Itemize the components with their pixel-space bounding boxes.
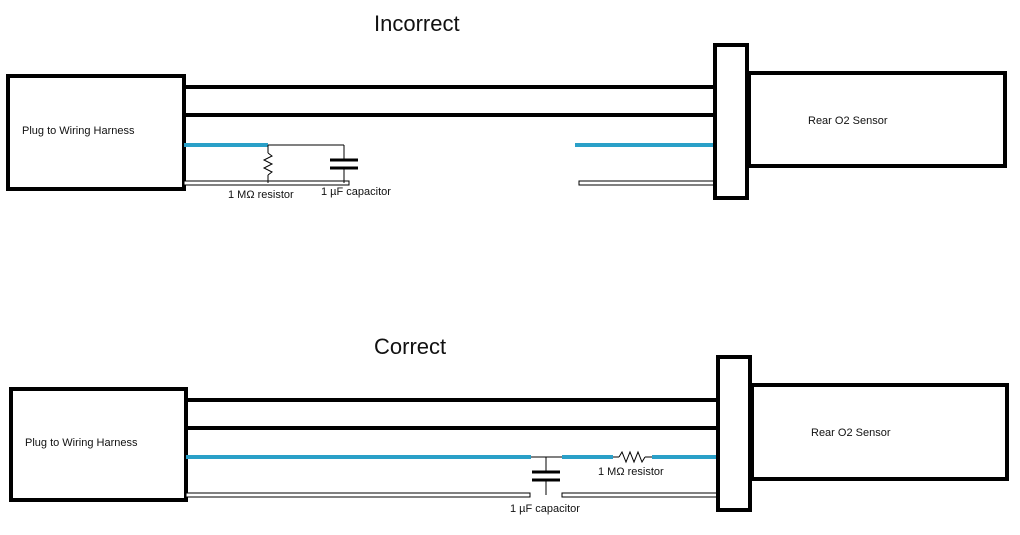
sensor-box — [750, 383, 1009, 481]
correct-diagram: Correct Plug to Wiring Harness 1 MΩ resi… — [9, 334, 1009, 515]
sensor-box — [747, 71, 1007, 168]
capacitor-label: 1 µF capacitor — [510, 503, 580, 515]
capacitor-label: 1 µF capacitor — [321, 186, 391, 198]
wire-white-right — [578, 180, 716, 186]
plug-label: Plug to Wiring Harness — [25, 437, 138, 449]
wire-white-right — [561, 492, 719, 498]
plug-box — [6, 74, 186, 191]
incorrect-diagram: Incorrect Plug to Wiring Harness 1 MΩ re… — [6, 11, 1007, 201]
plug-box — [9, 387, 188, 502]
plug-label: Plug to Wiring Harness — [22, 125, 135, 137]
connector-block — [716, 355, 752, 512]
correct-title: Correct — [374, 334, 446, 359]
wire-white-left — [185, 492, 531, 498]
incorrect-title: Incorrect — [374, 11, 460, 36]
sensor-label: Rear O2 Sensor — [808, 115, 888, 127]
resistor-symbol — [618, 450, 646, 464]
resistor-symbol — [262, 152, 274, 176]
connector-block — [713, 43, 749, 200]
sensor-label: Rear O2 Sensor — [811, 427, 891, 439]
resistor-label: 1 MΩ resistor — [228, 189, 294, 201]
wire-white-left — [183, 180, 350, 186]
resistor-label: 1 MΩ resistor — [598, 466, 664, 478]
